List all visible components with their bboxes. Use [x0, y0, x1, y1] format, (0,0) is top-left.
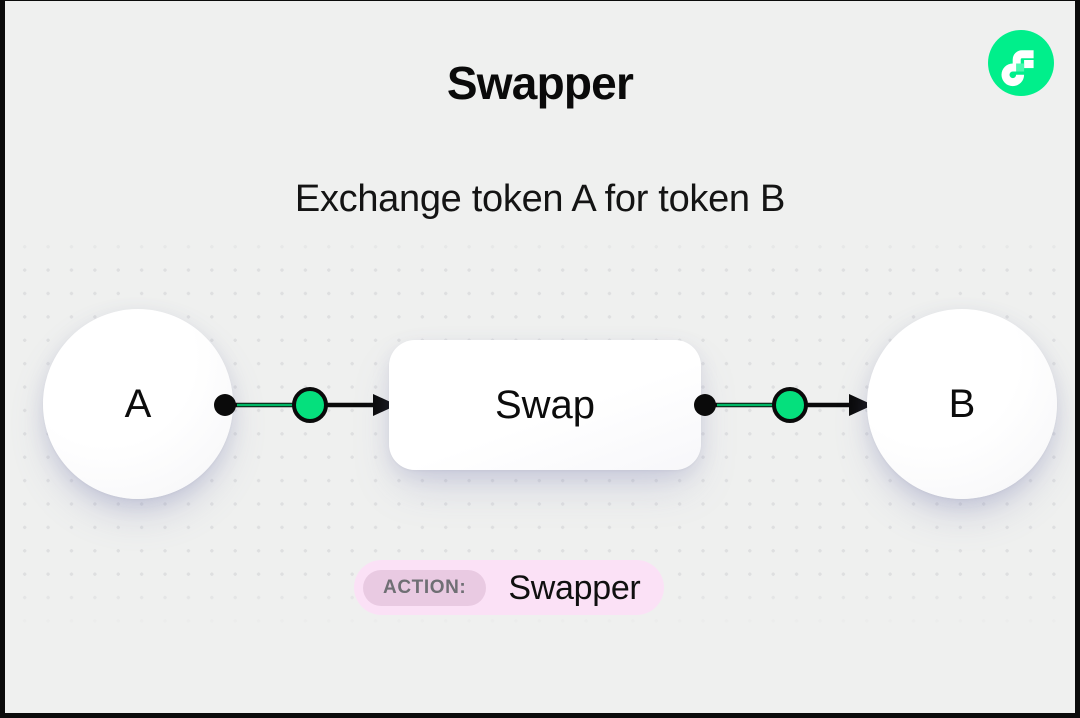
- node-token-a[interactable]: A: [43, 309, 233, 499]
- edge-swap-to-b[interactable]: [691, 387, 873, 423]
- edge-source-dot: [694, 394, 716, 416]
- edge-flow-marker: [772, 387, 808, 423]
- node-token-b[interactable]: B: [867, 309, 1057, 499]
- flow-logo-icon[interactable]: [988, 30, 1054, 96]
- edge-a-to-swap[interactable]: [211, 387, 397, 423]
- edge-source-dot: [214, 394, 236, 416]
- page-subtitle: Exchange token A for token B: [294, 178, 786, 220]
- diagram-canvas: Swapper Exchange token A for token B A: [5, 1, 1075, 713]
- action-badge: ACTION: Swapper: [354, 560, 665, 615]
- node-swap-label: Swap: [494, 382, 596, 427]
- node-token-a-label: A: [124, 381, 152, 426]
- node-swap[interactable]: Swap: [389, 340, 701, 470]
- action-badge-tag: ACTION:: [363, 569, 487, 606]
- page-title: Swapper: [446, 57, 634, 109]
- edge-flow-marker: [292, 387, 328, 423]
- action-badge-value: Swapper: [508, 568, 641, 607]
- node-token-b-label: B: [948, 381, 976, 426]
